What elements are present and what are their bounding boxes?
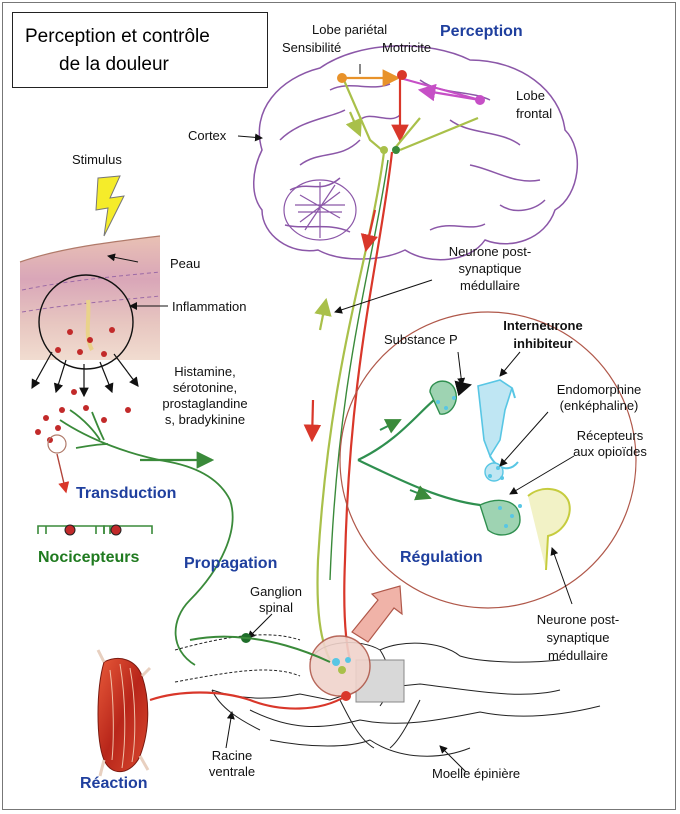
cortex-pathways: [341, 69, 481, 152]
label-lobe-parietal: Lobe pariétal: [312, 22, 388, 37]
heading-propagation: Propagation: [184, 555, 278, 572]
cortex-nodes: [337, 70, 485, 154]
heading-perception: Perception: [440, 23, 523, 40]
ascending-pathways: [303, 151, 394, 661]
title-box: Perception et contrôle de la douleur: [12, 12, 268, 88]
label-sensibilite: Sensibilité: [282, 40, 342, 55]
label-mediators-4: s, bradykinine: [164, 412, 246, 427]
label-peau: Peau: [170, 256, 201, 271]
heading-reaction: Réaction: [80, 775, 148, 792]
label-interneurone-2: inhibiteur: [513, 336, 573, 351]
label-stimulus: Stimulus: [72, 152, 122, 167]
spinal-cord: [174, 634, 601, 757]
heading-nocicepteurs: Nocicepteurs: [38, 549, 140, 566]
label-motricite: Motricite: [382, 40, 432, 55]
receptor-zoom-circle: [47, 434, 67, 454]
release-arrows: [31, 351, 139, 398]
label-interneurone-1: Interneurone: [503, 318, 583, 333]
label-moelle: Moelle épinière: [432, 766, 521, 781]
label-lobe-frontal-1: Lobe: [516, 88, 545, 103]
label-neurone-post-bottom-3: médullaire: [548, 648, 608, 663]
label-substance-p: Substance P: [384, 332, 458, 347]
muscle: [96, 649, 152, 777]
label-racine-2: ventrale: [208, 764, 256, 779]
label-endomorphine-1: Endomorphine: [556, 382, 642, 397]
label-endomorphine-2: (enképhaline): [559, 398, 639, 413]
heading-regulation: Régulation: [400, 549, 483, 566]
label-neurone-post-top-2: synaptique: [458, 261, 522, 276]
label-ganglion-1: Ganglion: [249, 584, 303, 599]
mediator-dots: [35, 327, 131, 443]
label-neurone-post-top-1: Neurone post-: [448, 244, 532, 259]
label-neurone-post-top-3: médullaire: [460, 278, 520, 293]
regulation-pointer-arrow: [351, 585, 403, 643]
motor-nerve: [149, 691, 347, 710]
label-lobe-frontal-2: frontal: [516, 106, 553, 121]
heading-transduction: Transduction: [76, 485, 177, 502]
label-recepteurs-1: Récepteurs: [576, 428, 644, 443]
skin-section: [19, 235, 161, 370]
label-recepteurs-2: aux opioïdes: [573, 444, 647, 459]
label-neurone-post-bottom-1: Neurone post-: [536, 612, 620, 627]
cerebellum: [283, 179, 357, 241]
label-mediators-2: sérotonine,: [172, 380, 238, 395]
label-mediators-3: prostaglandine: [162, 396, 248, 411]
label-mediators-1: Histamine,: [174, 364, 236, 379]
label-racine-1: Racine: [211, 748, 253, 763]
brain-illustration: [253, 45, 578, 261]
title-line-1: Perception et contrôle: [25, 26, 210, 47]
label-inflammation: Inflammation: [172, 299, 247, 314]
label-ganglion-2: spinal: [259, 600, 293, 615]
label-cortex: Cortex: [188, 128, 227, 143]
lightning-bolt: [95, 175, 125, 237]
label-neurone-post-bottom-2: synaptique: [546, 630, 610, 645]
regulation-zone: [339, 311, 637, 609]
leader-lines: [107, 64, 575, 773]
title-line-2: de la douleur: [59, 54, 169, 75]
nociceptor-symbols: [37, 524, 153, 536]
ganglion-node: [189, 633, 331, 663]
nerve-endings: [59, 409, 234, 666]
transduction-arrow: [56, 453, 70, 494]
